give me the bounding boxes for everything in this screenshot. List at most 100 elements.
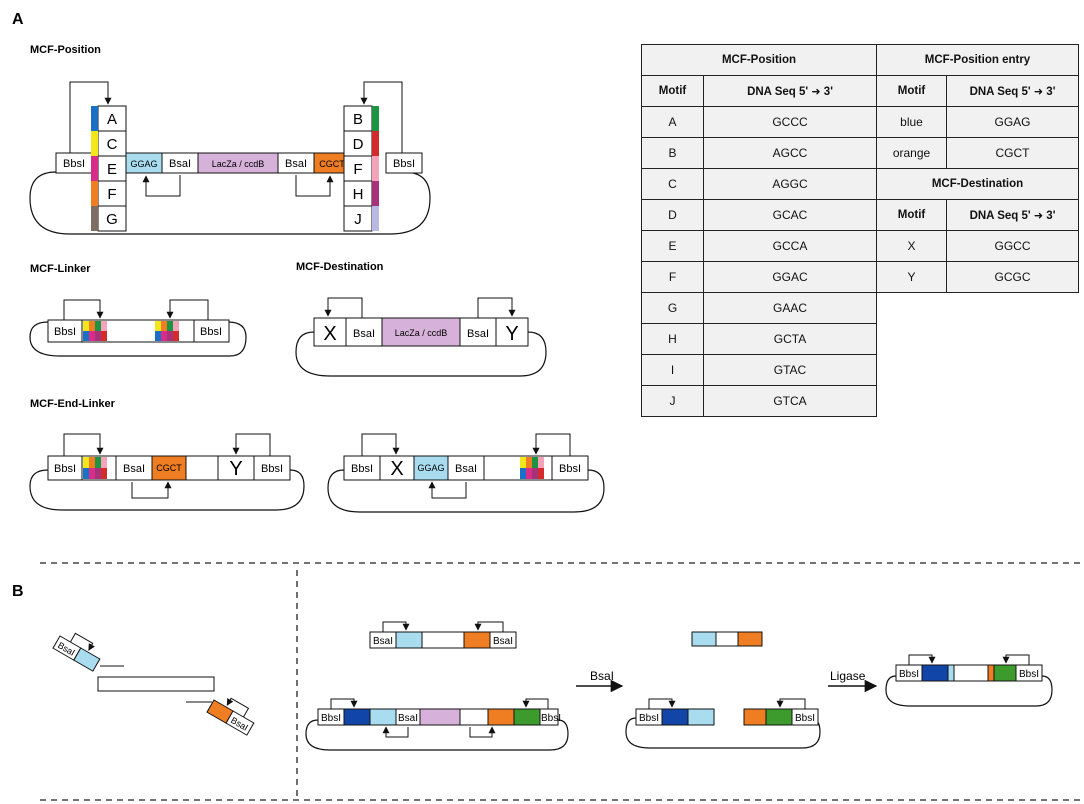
cut-arrow — [131, 481, 172, 499]
bsai-label: BsaI — [398, 713, 418, 724]
motif-letter: A — [107, 111, 117, 128]
cut-arrow — [63, 299, 104, 320]
section-title-mcf-linker: MCF-Linker — [30, 263, 91, 275]
cut-arrow — [142, 175, 181, 197]
bbsi-label: BbsI — [639, 713, 659, 724]
x-label: X — [390, 458, 403, 480]
cut-arrow — [295, 175, 334, 197]
bsai-label: BsaI — [455, 463, 477, 475]
swatch-left-3 — [91, 181, 98, 206]
cut-arrow — [232, 433, 271, 456]
table-title-entry: MCF-Position entry — [876, 44, 1079, 76]
motif-letter: F — [107, 186, 116, 203]
mcf-destination-plasmid: X BsaI LacZa / ccdB BsaI Y — [295, 297, 547, 377]
motif-letter: G — [106, 211, 118, 228]
pcr-product: BsaI BsaI — [369, 621, 517, 649]
cut-arrow — [324, 297, 363, 318]
section-title-mcf-position: MCF-Position — [30, 44, 101, 56]
cut-arrow — [166, 299, 209, 320]
bsai-label: BsaI — [123, 463, 145, 475]
bbsi-label: BbsI — [393, 158, 415, 170]
bsai-label: BsaI — [590, 669, 614, 683]
mcf-end-linker-plasmid-1: BbsI BsaI CGCT Y BbsI — [29, 433, 305, 511]
bbsi-label: BbsI — [321, 713, 341, 724]
bsai-reaction-arrow: BsaI — [576, 669, 624, 693]
swatch-right-4 — [372, 206, 379, 231]
digested-vector: BbsI BbsI — [625, 698, 821, 749]
linker-swatch-group — [520, 457, 544, 479]
motif-letter: B — [353, 111, 363, 128]
linker-swatch-group — [83, 321, 179, 341]
table-title-destination: MCF-Destination — [876, 168, 1079, 200]
motif-letter: C — [107, 136, 118, 153]
swatch-left-4 — [91, 206, 98, 231]
bbsi-label: BbsI — [261, 463, 283, 475]
column-header-motif: Motif — [641, 75, 704, 107]
swatch-right-1 — [372, 131, 379, 156]
cut-arrow — [361, 433, 400, 456]
mcf-linker-plasmid: BbsI BbsI — [29, 299, 247, 357]
y-label: Y — [229, 458, 242, 480]
column-header-seq: DNA Seq 5' ➜ 3' — [703, 75, 877, 107]
cut-arrow — [69, 81, 112, 153]
swatch-left-1 — [91, 131, 98, 156]
arrow-right-icon: ➜ — [1033, 85, 1044, 98]
cut-arrow — [360, 81, 403, 153]
bbsi-label: BbsI — [559, 463, 581, 475]
bbsi-label: BbsI — [63, 158, 85, 170]
column-header-motif: Motif — [876, 199, 947, 231]
motif-letter: H — [353, 186, 364, 203]
swatch-left-2 — [91, 156, 98, 181]
digested-fragment — [691, 631, 763, 647]
bbsi-label: BbsI — [54, 326, 76, 338]
y-label: Y — [505, 323, 518, 345]
section-title-mcf-end-linker: MCF-End-Linker — [30, 398, 116, 410]
column-header-motif: Motif — [876, 75, 947, 107]
bbsi-label: BbsI — [200, 326, 222, 338]
x-label: X — [323, 323, 336, 345]
bsai-label: BsaI — [493, 636, 513, 647]
lacza-label: LacZa / ccdB — [212, 159, 265, 169]
ggag-label: GGAG — [417, 463, 444, 473]
swatch-right-0 — [372, 106, 379, 131]
panel-label-b: B — [12, 583, 24, 600]
pcr-primer-diagram: BsaI BsaI — [52, 632, 255, 736]
motif-letter: F — [353, 161, 362, 178]
cut-arrow — [532, 433, 571, 456]
bbsi-label: BbsI — [795, 713, 815, 724]
motif-letter: E — [107, 161, 117, 178]
swatch-right-3 — [372, 181, 379, 206]
bbsi-label: BbsI — [899, 669, 919, 680]
motif-sequence-tables: MCF-Position MCF-Position entry Motif DN… — [641, 44, 1079, 417]
cgct-label: CGCT — [319, 159, 345, 169]
lacza-label: LacZa / ccdB — [395, 328, 448, 338]
column-header-seq: DNA Seq 5' ➜ 3' — [946, 75, 1079, 107]
position-vector: BbsI BsaI BbsI — [305, 698, 569, 751]
ligase-reaction-arrow: Ligase — [828, 669, 878, 693]
swatch-left-0 — [91, 106, 98, 131]
bbsi-label: BbsI — [1019, 669, 1039, 680]
bsai-label: BsaI — [353, 328, 375, 340]
swatch-right-2 — [372, 156, 379, 181]
motif-letter: J — [354, 211, 362, 228]
bsai-label: BsaI — [285, 158, 307, 170]
cut-arrow — [428, 481, 467, 499]
bsai-label: BsaI — [373, 636, 393, 647]
arrow-right-icon: ➜ — [1033, 209, 1044, 222]
mcf-end-linker-plasmid-2: BbsI X GGAG BsaI BbsI — [327, 433, 605, 513]
section-title-mcf-destination: MCF-Destination — [296, 261, 384, 273]
bbsi-label: BbsI — [351, 463, 373, 475]
bbsi-label: BbsI — [541, 713, 561, 724]
cut-arrow — [63, 433, 104, 456]
bsai-label: BsaI — [169, 158, 191, 170]
arrow-right-icon: ➜ — [811, 85, 821, 98]
